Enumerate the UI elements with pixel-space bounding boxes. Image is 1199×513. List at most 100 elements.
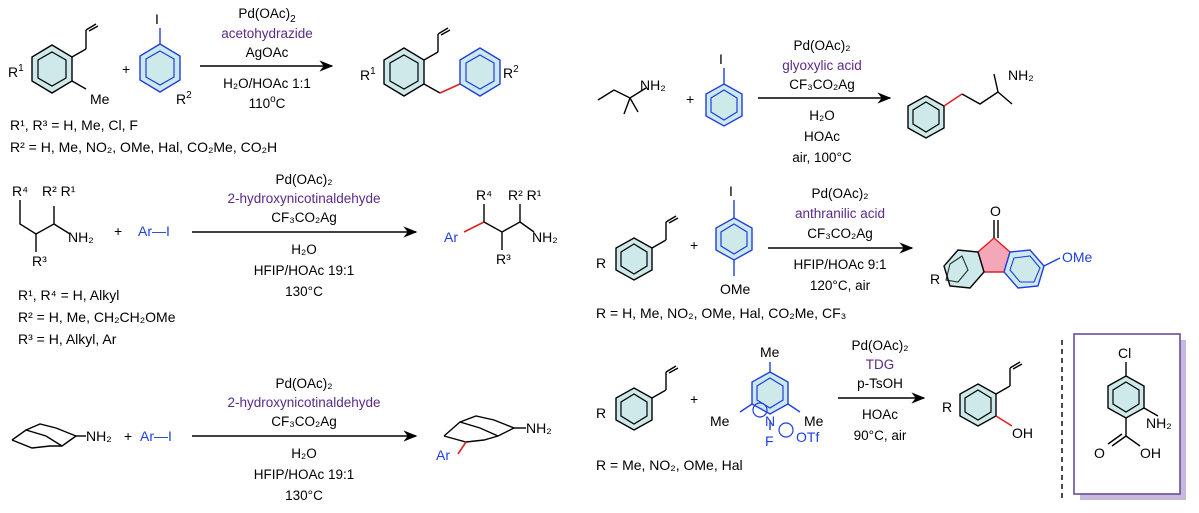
chloro-label: Cl bbox=[1118, 345, 1131, 361]
tert-amylamine-structure bbox=[597, 87, 647, 115]
iodobenzene-structure bbox=[705, 68, 743, 127]
product-r2-r1-label: R² R¹ bbox=[508, 187, 542, 203]
methyl-left-label: Me bbox=[710, 413, 730, 429]
nh2-label: NH₂ bbox=[68, 229, 94, 245]
condition-catalyst: Pd(OAc)₂ bbox=[276, 376, 333, 391]
condition-tdg: 2-hydroxynicotinaldehyde bbox=[227, 191, 380, 206]
salicylaldehyde-product bbox=[959, 361, 1023, 427]
amine-label: NH₂ bbox=[640, 77, 666, 93]
condition-cosolvent: HFIP/HOAc 19:1 bbox=[254, 263, 355, 278]
iodo-label: I bbox=[729, 183, 733, 199]
iodoarene-structure bbox=[139, 28, 181, 93]
condition-cosolvent: HFIP/HOAc 19:1 bbox=[254, 467, 355, 482]
condition-catalyst: Pd(OAc)₂ bbox=[812, 186, 869, 201]
benzylated-benzaldehyde-product bbox=[383, 27, 501, 97]
condition-oxidant: CF₃CO₂Ag bbox=[789, 77, 855, 92]
arylated-amine-product bbox=[907, 73, 1013, 139]
carbonyl-oxygen-label: O bbox=[1094, 445, 1105, 461]
condition-tdg: anthranilic acid bbox=[795, 206, 885, 221]
aryl-iodide-label: Ar—I bbox=[140, 428, 172, 444]
condition-catalyst: Pd(OAc)₂ bbox=[794, 38, 851, 53]
product-r4-label: R⁴ bbox=[476, 187, 492, 203]
product-r-label: R bbox=[942, 399, 952, 415]
pyridinium-nitrogen-label: N bbox=[765, 413, 775, 429]
condition-temperature: 120°C, air bbox=[810, 278, 871, 293]
benzaldehyde-structure bbox=[615, 215, 679, 281]
condition-tdg: TDG bbox=[866, 357, 895, 372]
triflate-label: OTf bbox=[796, 429, 819, 445]
condition-solvent: HFIP/HOAc 9:1 bbox=[793, 257, 886, 272]
condition-tdg: acetohydrazide bbox=[221, 26, 313, 41]
arylated-cyclohexylamine-product bbox=[443, 415, 526, 455]
r1-label: R1 bbox=[8, 63, 24, 80]
product-amine-label: NH₂ bbox=[1008, 67, 1034, 83]
aminochlorobenzoic-acid-structure bbox=[1107, 362, 1159, 447]
condition-oxidant: CF₃CO₂Ag bbox=[271, 414, 337, 429]
condition-solvent: H₂O bbox=[291, 446, 317, 461]
product-nh2-label: NH₂ bbox=[526, 420, 552, 436]
condition-oxidant: CF₃CO₂Ag bbox=[807, 226, 873, 241]
reaction-6: R + Me Me Me N F OTf Pd(OAc)₂ TDG p-TsOH… bbox=[596, 338, 1033, 473]
r2-r1-label: R² R¹ bbox=[42, 183, 76, 199]
nh2-label: NH₂ bbox=[86, 428, 112, 444]
condition-temperature: air, 100°C bbox=[792, 150, 852, 165]
aryl-iodide-label: Ar—I bbox=[138, 223, 170, 239]
plus-sign: + bbox=[690, 391, 698, 407]
r4-label: R⁴ bbox=[12, 183, 28, 199]
benzaldehyde-structure bbox=[615, 365, 679, 431]
condition-catalyst: Pd(OAc)₂ bbox=[852, 338, 909, 353]
product-nh2-label: NH₂ bbox=[532, 229, 558, 245]
condition-solvent: H₂O/HOAc 1:1 bbox=[223, 76, 311, 91]
fluorine-label: F bbox=[765, 433, 774, 449]
n-fluoropyridinium-structure bbox=[739, 362, 801, 438]
condition-temperature: 90°C, air bbox=[854, 428, 907, 443]
aliphatic-amine-structure bbox=[19, 200, 71, 252]
scope-note-r3: R³ = H, Alkyl, Ar bbox=[18, 331, 117, 347]
ketone-oxygen-label: O bbox=[990, 203, 1001, 219]
plus-sign: + bbox=[686, 91, 694, 107]
condition-tdg: glyoxylic acid bbox=[782, 58, 862, 73]
product-r3-label: R³ bbox=[496, 251, 511, 267]
fluorenone-product bbox=[943, 220, 1061, 289]
reaction-1: R1 Me + I R2 Pd(OAc)2 acetohydrazide AgO… bbox=[8, 6, 519, 155]
condition-oxidant: CF₃CO₂Ag bbox=[271, 210, 337, 225]
product-r-label: R bbox=[930, 271, 940, 287]
iodoanisole-structure bbox=[715, 200, 753, 276]
methyl-top-label: Me bbox=[760, 344, 780, 360]
r2-label: R2 bbox=[176, 90, 192, 107]
scope-note-r2: R² = H, Me, CH₂CH₂OMe bbox=[18, 309, 176, 325]
product-aryl-label: Ar bbox=[436, 447, 450, 463]
cyclohexylamine-structure bbox=[11, 423, 86, 449]
condition-solvent: HOAc bbox=[862, 407, 898, 422]
condition-catalyst: Pd(OAc)₂ bbox=[276, 172, 333, 187]
reaction-4: R + I OMe Pd(OAc)₂ anthranilic acid CF₃C… bbox=[596, 183, 1093, 321]
condition-tdg: 2-hydroxynicotinaldehyde bbox=[227, 395, 380, 410]
product-r2-label: R2 bbox=[503, 64, 519, 81]
r-label: R bbox=[596, 255, 606, 271]
acid-hydroxyl-label: OH bbox=[1140, 445, 1161, 461]
condition-oxidant: AgOAc bbox=[246, 45, 289, 60]
scope-note-r1-r3: R¹, R³ = H, Me, Cl, F bbox=[10, 117, 138, 133]
iodo-label: I bbox=[155, 11, 159, 27]
reaction-2: NH₂ + I Pd(OAc)₂ glyoxylic acid CF₃CO₂Ag… bbox=[597, 38, 1034, 165]
condition-temperature: 110oC bbox=[249, 94, 286, 111]
arylated-aliphatic-amine-product bbox=[463, 204, 535, 250]
tdg-structure-box: Cl NH₂ O OH bbox=[1073, 333, 1186, 500]
scope-note-r: R = Me, NO₂, OMe, Hal bbox=[596, 457, 743, 473]
scope-note-r: R = H, Me, NO₂, OMe, Hal, CO₂Me, CF₃ bbox=[596, 305, 846, 321]
product-hydroxyl-label: OH bbox=[1012, 425, 1033, 441]
condition-solvent: H₂O bbox=[291, 242, 317, 257]
condition-temperature: 130°C bbox=[285, 284, 323, 299]
plus-sign: + bbox=[124, 428, 132, 444]
reaction-5: NH₂ + Ar—I Pd(OAc)₂ 2-hydroxynicotinalde… bbox=[11, 376, 552, 503]
scope-note-r2: R² = H, Me, NO₂, OMe, Hal, CO₂Me, CO₂H bbox=[10, 139, 277, 155]
iodo-label: I bbox=[719, 51, 723, 67]
methyl-right-label: Me bbox=[804, 413, 824, 429]
r-label: R bbox=[596, 405, 606, 421]
methoxy-label: OMe bbox=[720, 281, 751, 297]
condition-solvent: H₂O bbox=[809, 108, 835, 123]
plus-sign: + bbox=[122, 61, 130, 77]
scope-note-r1-r4: R¹, R⁴ = H, Alkyl bbox=[18, 287, 119, 303]
condition-acid: p-TsOH bbox=[857, 376, 903, 391]
